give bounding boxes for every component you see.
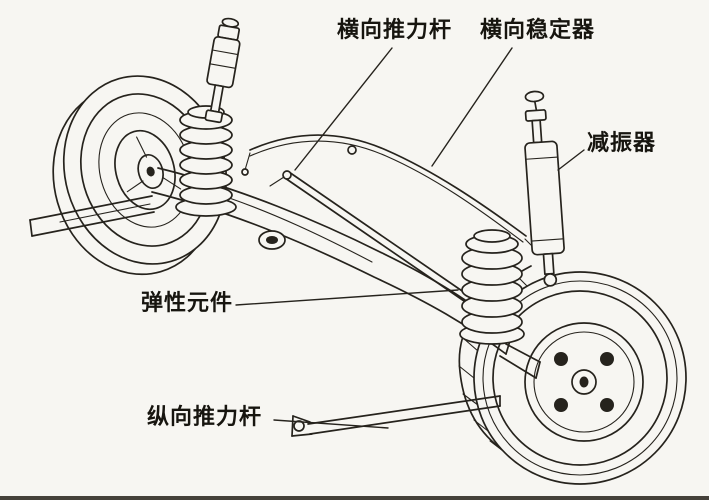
leader-lines <box>235 47 585 429</box>
label-longitudinal-thrust-rod: 纵向推力杆 <box>147 405 263 430</box>
bottom-edge <box>0 496 709 500</box>
leader-shock-absorber <box>557 149 585 171</box>
left-axle-arm <box>29 195 155 237</box>
leader-lateral-stabilizer <box>431 47 513 167</box>
center-mount-bushing <box>258 230 286 250</box>
right-shock-absorber <box>524 90 565 287</box>
longitudinal-thrust-rod <box>291 395 501 437</box>
label-shock-absorber: 减振器 <box>587 131 657 156</box>
stabilizer-bar <box>241 134 537 251</box>
left-coil-spring <box>175 105 237 217</box>
label-lateral-thrust-rod: 横向推力杆 <box>337 18 453 43</box>
right-wheel <box>458 265 687 485</box>
label-elastic-element: 弹性元件 <box>141 291 234 316</box>
leader-lateral-thrust-rod <box>294 47 393 171</box>
right-coil-spring <box>459 229 525 345</box>
label-lateral-stabilizer: 横向稳定器 <box>480 18 596 43</box>
hub-carrier <box>499 343 541 379</box>
left-shock-absorber <box>204 17 241 124</box>
leader-elastic-element <box>235 289 459 306</box>
leader-longitudinal-thrust-rod <box>273 419 389 429</box>
